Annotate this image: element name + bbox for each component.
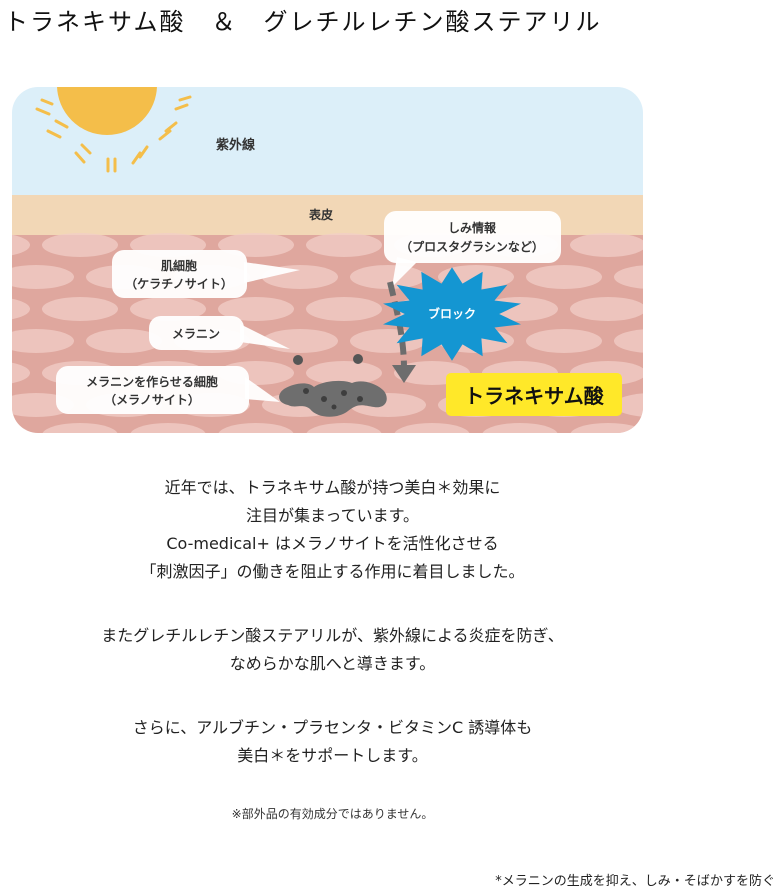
skin-cell <box>12 329 74 353</box>
skin-cell <box>130 297 206 321</box>
sun-icon <box>35 87 192 173</box>
skin-cell <box>614 329 643 353</box>
text-line: 注目が集まっています。 <box>246 506 419 525</box>
svg-text:メラニン: メラニン <box>172 327 220 341</box>
text-line: Co-medical+ はメラノサイトを活性化させる <box>166 534 499 553</box>
skin-cell <box>306 233 382 257</box>
melanin-callout: メラニン <box>149 316 290 350</box>
skin-cell <box>42 233 118 257</box>
skin-cell <box>218 423 294 433</box>
skin-cell <box>614 393 643 417</box>
skin-cell <box>394 423 470 433</box>
svg-text:トラネキサム酸: トラネキサム酸 <box>464 384 605 408</box>
svg-text:ブロック: ブロック <box>428 306 476 321</box>
skin-cell <box>526 265 602 289</box>
uv-label: 紫外線 <box>216 137 256 153</box>
melanin-granule <box>353 354 363 364</box>
skin-cell <box>614 265 643 289</box>
svg-text:しみ情報: しみ情報 <box>448 220 497 235</box>
quasi-drug-note: ※部外品の有効成分ではありません。 <box>231 807 434 821</box>
skin-cell <box>86 329 162 353</box>
svg-text:メラニンを作らせる細胞: メラニンを作らせる細胞 <box>86 374 218 389</box>
additional-ingredients-paragraph: さらに、アルブチン・プラセンタ・ビタミンC 誘導体も 美白＊をサポートします。 <box>0 714 665 770</box>
skin-cell <box>306 423 382 433</box>
melanin-granule <box>293 355 303 365</box>
ingredient-highlight: トラネキサム酸 <box>446 373 622 416</box>
skin-cell <box>42 297 118 321</box>
skin-cell <box>218 297 294 321</box>
skin-cell <box>306 297 382 321</box>
skin-cell <box>570 423 643 433</box>
text-line: 美白＊をサポートします。 <box>237 746 428 765</box>
skin-cell <box>306 361 382 385</box>
skin-cell <box>12 265 74 289</box>
text-line: なめらかな肌へと導きます。 <box>229 654 436 673</box>
melanocyte-icon <box>279 380 387 417</box>
stain-info-callout: しみ情報 （プロスタグラシンなど） <box>384 211 561 287</box>
skin-diagram: 紫外線 表皮 しみ情報 （プロスタグラシンなど） 肌細胞 （ケラチノサイト） メ… <box>12 87 643 433</box>
text-line: またグレチルレチン酸ステアリルが、紫外線による炎症を防ぎ、 <box>101 626 564 645</box>
text-line: さらに、アルブチン・プラセンタ・ビタミンC 誘導体も <box>132 718 533 737</box>
skin-cell <box>570 233 643 257</box>
skin-cell <box>570 297 643 321</box>
intro-paragraph: 近年では、トラネキサム酸が持つ美白＊効果に 注目が集まっています。 Co-med… <box>0 474 665 586</box>
svg-text:（プロスタグラシンなど）: （プロスタグラシンなど） <box>400 239 544 254</box>
text-line: 近年では、トラネキサム酸が持つ美白＊効果に <box>164 478 501 497</box>
epidermis-label: 表皮 <box>308 207 333 222</box>
svg-text:（メラノサイト）: （メラノサイト） <box>104 392 200 407</box>
svg-text:（ケラチノサイト）: （ケラチノサイト） <box>125 276 233 291</box>
skin-cell-callout: 肌細胞 （ケラチノサイト） <box>112 250 300 298</box>
text-line: 「刺激因子」の働きを阻止する作用に着目しました。 <box>140 562 525 581</box>
page-title: トラネキサム酸 ＆ グレチルレチン酸ステアリル <box>4 8 602 36</box>
svg-text:肌細胞: 肌細胞 <box>160 258 197 273</box>
skin-cell <box>130 423 206 433</box>
skin-cell <box>42 423 118 433</box>
skin-cell <box>526 329 602 353</box>
glycyrrhetinate-paragraph: またグレチルレチン酸ステアリルが、紫外線による炎症を防ぎ、 なめらかな肌へと導き… <box>0 622 665 678</box>
block-burst: ブロック <box>383 267 521 361</box>
melanocyte-callout: メラニンを作らせる細胞 （メラノサイト） <box>56 366 280 414</box>
skin-cell <box>12 393 74 417</box>
footnote: *メラニンの生成を抑え、しみ・そばかすを防ぐ <box>495 874 775 889</box>
skin-cell <box>482 423 558 433</box>
